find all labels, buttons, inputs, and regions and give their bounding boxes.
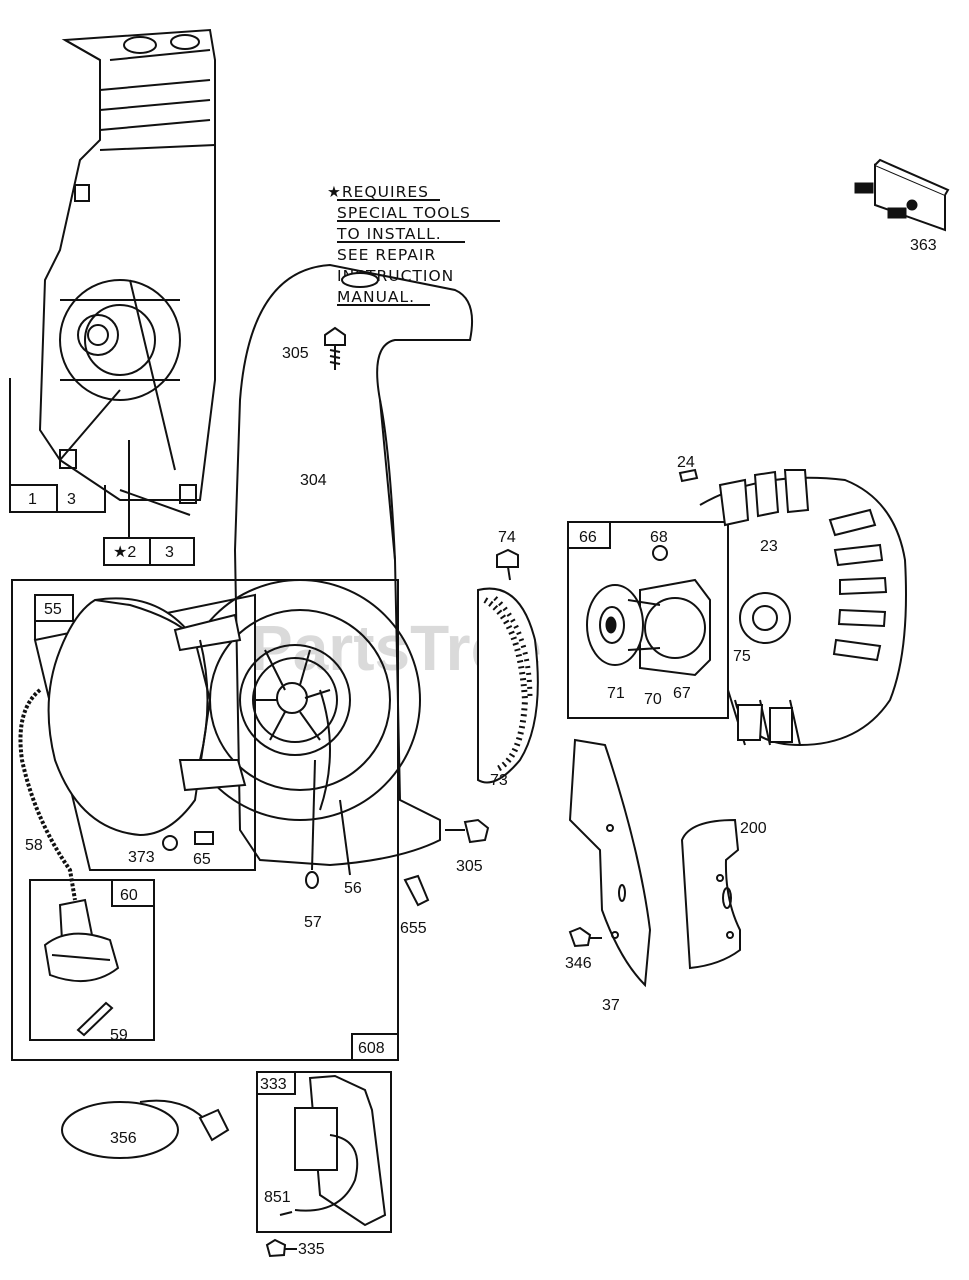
part-ref-box-55: 55 xyxy=(33,593,256,871)
box-star2-label: ★2 xyxy=(113,544,136,561)
label-655: 655 xyxy=(400,920,427,937)
label-74: 74 xyxy=(498,529,516,546)
box-3-label: 3 xyxy=(67,491,76,508)
label-305-bottom: 305 xyxy=(456,858,483,875)
clip-655 xyxy=(403,874,430,907)
label-37: 37 xyxy=(602,997,620,1014)
box-60-label: 60 xyxy=(120,887,138,904)
part-ref-box-66: 66 xyxy=(567,521,729,719)
label-23: 23 xyxy=(760,538,778,555)
label-71: 71 xyxy=(607,685,625,702)
label-75: 75 xyxy=(733,648,751,665)
engine-block-drawing xyxy=(38,28,216,516)
note-line-2: SPECIAL TOOLS xyxy=(337,204,471,222)
rope-57 xyxy=(305,759,319,889)
label-373: 373 xyxy=(128,849,155,866)
box-3b-label: 3 xyxy=(165,544,174,561)
screw-346 xyxy=(568,926,602,948)
label-56: 56 xyxy=(344,880,362,897)
special-tools-note: ★REQUIRES SPECIAL TOOLS TO INSTALL. SEE … xyxy=(327,183,500,306)
box-608-label: 608 xyxy=(358,1040,385,1057)
box-55-label: 55 xyxy=(44,601,62,618)
label-59: 59 xyxy=(110,1027,128,1044)
label-335: 335 xyxy=(298,1241,325,1258)
screw-335 xyxy=(265,1238,297,1258)
part-ref-box-333: 333 xyxy=(256,1071,392,1233)
label-851: 851 xyxy=(264,1189,291,1206)
label-200: 200 xyxy=(740,820,767,837)
label-304: 304 xyxy=(300,472,327,489)
starter-rope-58 xyxy=(18,688,77,901)
box-1-label: 1 xyxy=(28,491,37,508)
bolt-74 xyxy=(496,548,519,581)
label-24: 24 xyxy=(677,454,695,471)
label-346: 346 xyxy=(565,955,592,972)
part-363-drawing xyxy=(854,158,950,232)
key-24 xyxy=(678,468,699,483)
bolt-305-top xyxy=(324,326,346,370)
note-line-6: MANUAL. xyxy=(337,288,415,306)
label-67: 67 xyxy=(673,685,691,702)
baffle-200 xyxy=(680,818,741,970)
baffle-37 xyxy=(568,738,652,988)
note-line-1: ★REQUIRES xyxy=(327,183,429,201)
label-58: 58 xyxy=(25,837,43,854)
label-70: 70 xyxy=(644,691,662,708)
box-66-label: 66 xyxy=(579,529,597,546)
part-ref-box-star2-3: ★2 3 xyxy=(103,440,195,566)
label-68: 68 xyxy=(650,529,668,546)
flywheel-23 xyxy=(699,469,907,747)
box-333-label: 333 xyxy=(260,1076,287,1093)
note-line-3: TO INSTALL. xyxy=(336,225,442,243)
label-65: 65 xyxy=(193,851,211,868)
label-363: 363 xyxy=(910,237,937,254)
bolt-305-bottom xyxy=(445,818,490,844)
label-57: 57 xyxy=(304,914,322,931)
label-356: 356 xyxy=(110,1130,137,1147)
part-ref-box-60: 60 xyxy=(29,879,155,1041)
note-line-4: SEE REPAIR xyxy=(337,246,436,264)
label-73: 73 xyxy=(490,772,508,789)
wire-356 xyxy=(61,1099,230,1159)
part-ref-box-608: 608 xyxy=(11,579,399,1061)
rotating-screen-73 xyxy=(477,587,539,784)
label-305-top: 305 xyxy=(282,345,309,362)
part-ref-box-1-3: 1 3 xyxy=(9,378,106,513)
